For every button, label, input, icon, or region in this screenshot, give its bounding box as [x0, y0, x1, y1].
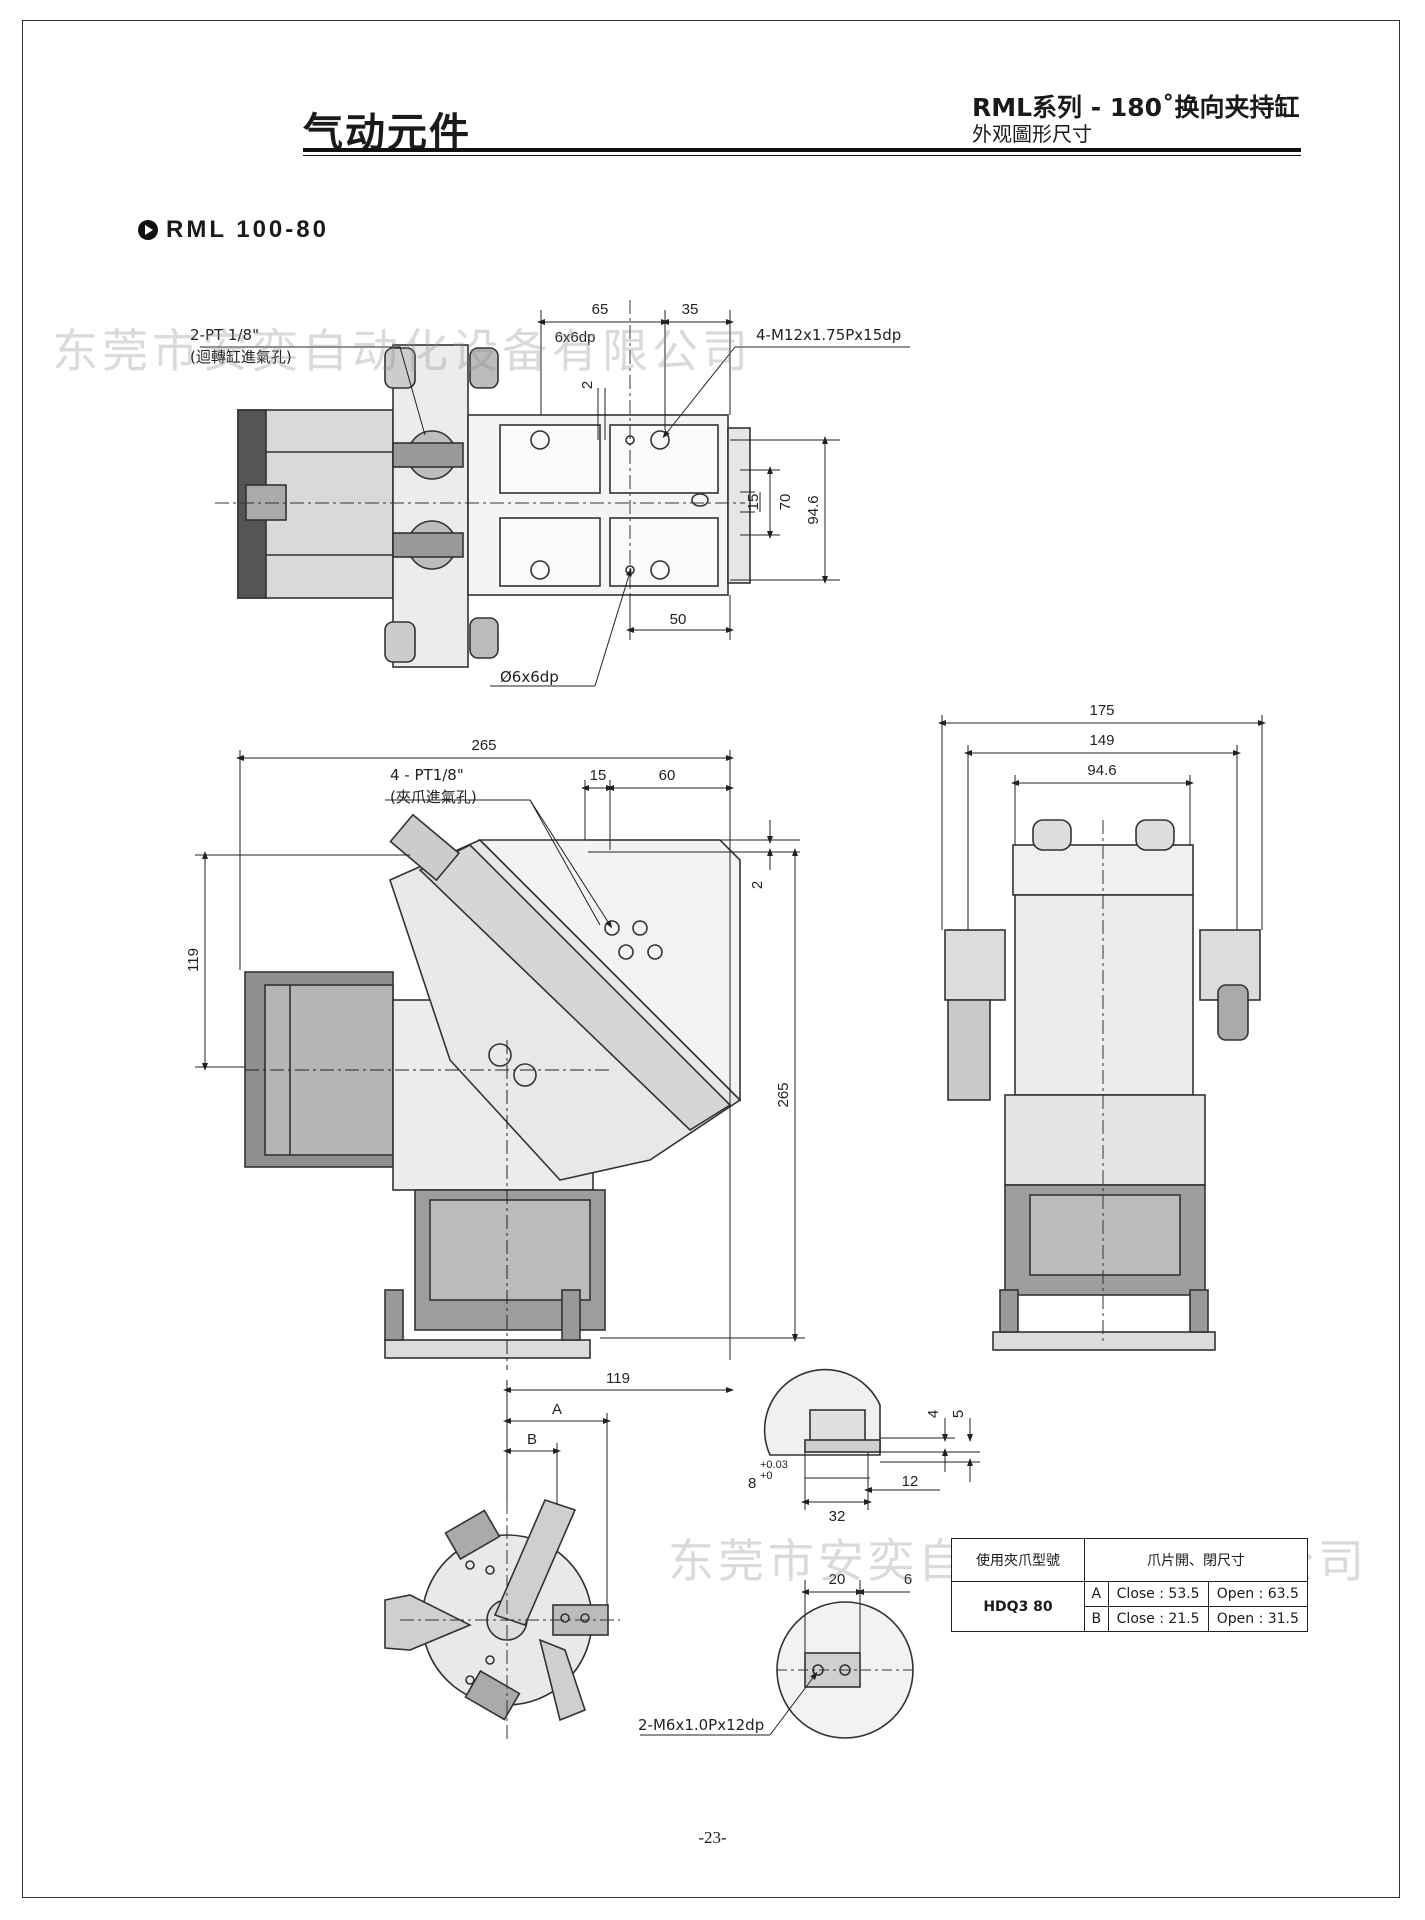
tolerance-zero: +0: [760, 1470, 773, 1482]
dim-149: 149: [1089, 732, 1114, 749]
thread-note: 4-M12x1.75Px15dp: [756, 326, 901, 344]
spec-open-value: Open : 63.5: [1207, 1581, 1309, 1607]
dim-70: 70: [777, 494, 794, 511]
port-note-sub: (迴轉缸進氣孔): [190, 348, 292, 366]
dim-175: 175: [1089, 702, 1114, 719]
jaw-detail-bottom: [776, 1601, 914, 1739]
page-border: [22, 20, 1400, 1898]
dim-265-height: 265: [775, 1082, 792, 1107]
dim-94-6: 94.6: [805, 495, 822, 524]
jaw-detail-labels: 4 5 8 +0.03 +0 32 12 20 6 2-M6x1.0Px12dp: [638, 1410, 967, 1734]
spec-row-key: A: [1084, 1581, 1109, 1607]
spec-close-value: Close : 53.5: [1107, 1581, 1209, 1607]
header-rule: [303, 148, 1301, 152]
tolerance-plus: +0.03: [760, 1459, 788, 1471]
dim-65: 65: [592, 301, 609, 318]
pin-note: Ø6x6dp: [500, 668, 559, 686]
side-view-dimensions: [938, 715, 1266, 930]
spec-open-value: Open : 31.5: [1207, 1606, 1309, 1632]
jaw-detail-top: [763, 1368, 881, 1456]
side-view: [944, 819, 1261, 1351]
play-circle-icon: [138, 220, 158, 240]
dim-2: 2: [579, 381, 596, 389]
spec-header-model: 使用夾爪型號: [951, 1538, 1085, 1582]
model-heading: RML 100-80: [138, 216, 329, 244]
dim-119-vertical: 119: [185, 948, 202, 972]
dim-12: 12: [902, 1473, 919, 1490]
dim-2-front: 2: [749, 881, 766, 889]
front-view-labels: 265 4 - PT1/8" (夾爪進氣孔) 15 60 2 119 265 1…: [185, 737, 792, 1387]
dim-15-front: 15: [590, 767, 607, 784]
port-note: 2-PT 1/8": [190, 326, 259, 344]
model-label: RML 100-80: [166, 216, 329, 243]
dim-265-width: 265: [471, 737, 496, 754]
screw-note: 2-M6x1.0Px12dp: [638, 1716, 764, 1734]
series-subtitle: 外观圖形尺寸: [972, 122, 1092, 146]
spec-close-value: Close : 21.5: [1107, 1606, 1209, 1632]
dim-5: 5: [950, 1410, 967, 1418]
header-rule-thin: [303, 155, 1301, 156]
jaw-spec-table: 使用夾爪型號 爪片開、閉尺寸 HDQ3 80 A Close : 53.5 Op…: [951, 1538, 1309, 1632]
dim-119-horizontal: 119: [606, 1370, 630, 1387]
spec-model: HDQ3 80: [951, 1581, 1085, 1632]
top-view-labels: 65 35 6x6dp 2 15 70 94.6 50 2-PT 1/8" (迴…: [190, 301, 901, 686]
dim-20: 20: [829, 1571, 846, 1588]
dim-94-6-side: 94.6: [1087, 762, 1116, 779]
dim-50: 50: [670, 611, 687, 628]
dim-60: 60: [659, 767, 676, 784]
dim-8: 8: [748, 1475, 756, 1492]
side-view-labels: 175 149 94.6: [1087, 702, 1116, 779]
front-view: [244, 813, 742, 1359]
jaw-detail-dimensions: [640, 1418, 980, 1736]
dim-B: B: [527, 1431, 537, 1448]
spec-row-key: B: [1084, 1606, 1109, 1632]
spec-header-size: 爪片開、閉尺寸: [1084, 1538, 1308, 1582]
bottom-view-labels: A B: [527, 1401, 562, 1448]
bottom-view: [384, 1499, 620, 1740]
top-view: [215, 300, 751, 668]
dim-6x6dp: 6x6dp: [555, 329, 596, 346]
series-title: RML系列 - 180˚换向夹持缸: [972, 93, 1300, 122]
dim-15: 15: [745, 494, 762, 511]
bottom-view-dimensions: [503, 1413, 611, 1605]
watermark-top: 东莞市安奕自动化设备有限公司: [52, 324, 752, 378]
dim-A: A: [552, 1401, 562, 1418]
page-number: -23-: [698, 1828, 727, 1847]
dim-35: 35: [682, 301, 699, 318]
jaw-port-note: 4 - PT1/8": [390, 766, 464, 784]
dim-6: 6: [904, 1571, 912, 1588]
dim-32: 32: [829, 1508, 846, 1525]
dim-4: 4: [925, 1410, 942, 1418]
top-view-dimensions: [200, 310, 910, 687]
jaw-port-note-sub: (夾爪進氣孔): [390, 788, 477, 806]
front-view-dimensions: [195, 750, 805, 1510]
